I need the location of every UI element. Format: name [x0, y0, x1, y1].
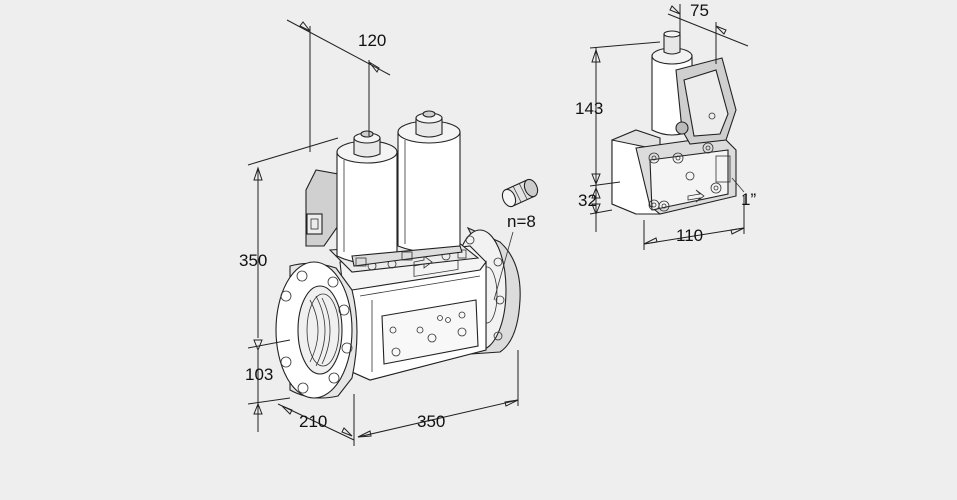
dim-label-350-height: 350	[239, 251, 267, 270]
pilot-valve-dimensions	[589, 4, 749, 250]
main-valve	[275, 110, 521, 399]
flange-screw	[501, 178, 539, 208]
main-valve-dimensions	[247, 19, 519, 446]
dim-label-350-length: 350	[417, 412, 445, 431]
screw-count-label: n=8	[507, 212, 536, 231]
dim-label-143: 143	[575, 99, 603, 118]
dim-label-120: 120	[358, 31, 386, 50]
thread-label-1-inch: 1”	[741, 190, 756, 209]
dim-label-210: 210	[299, 412, 327, 431]
solenoid-coil-right	[397, 110, 461, 253]
actuator-plug	[305, 169, 339, 247]
dim-label-75: 75	[690, 1, 709, 20]
dim-label-103: 103	[245, 365, 273, 384]
left-flange	[275, 261, 358, 399]
dim-label-110: 110	[676, 226, 703, 245]
solenoid-coil-left	[336, 130, 398, 264]
coil-connector-strip	[351, 245, 463, 267]
pilot-valve	[611, 30, 737, 215]
screw-leader-line	[493, 231, 514, 301]
dim-label-32: 32	[578, 191, 597, 210]
